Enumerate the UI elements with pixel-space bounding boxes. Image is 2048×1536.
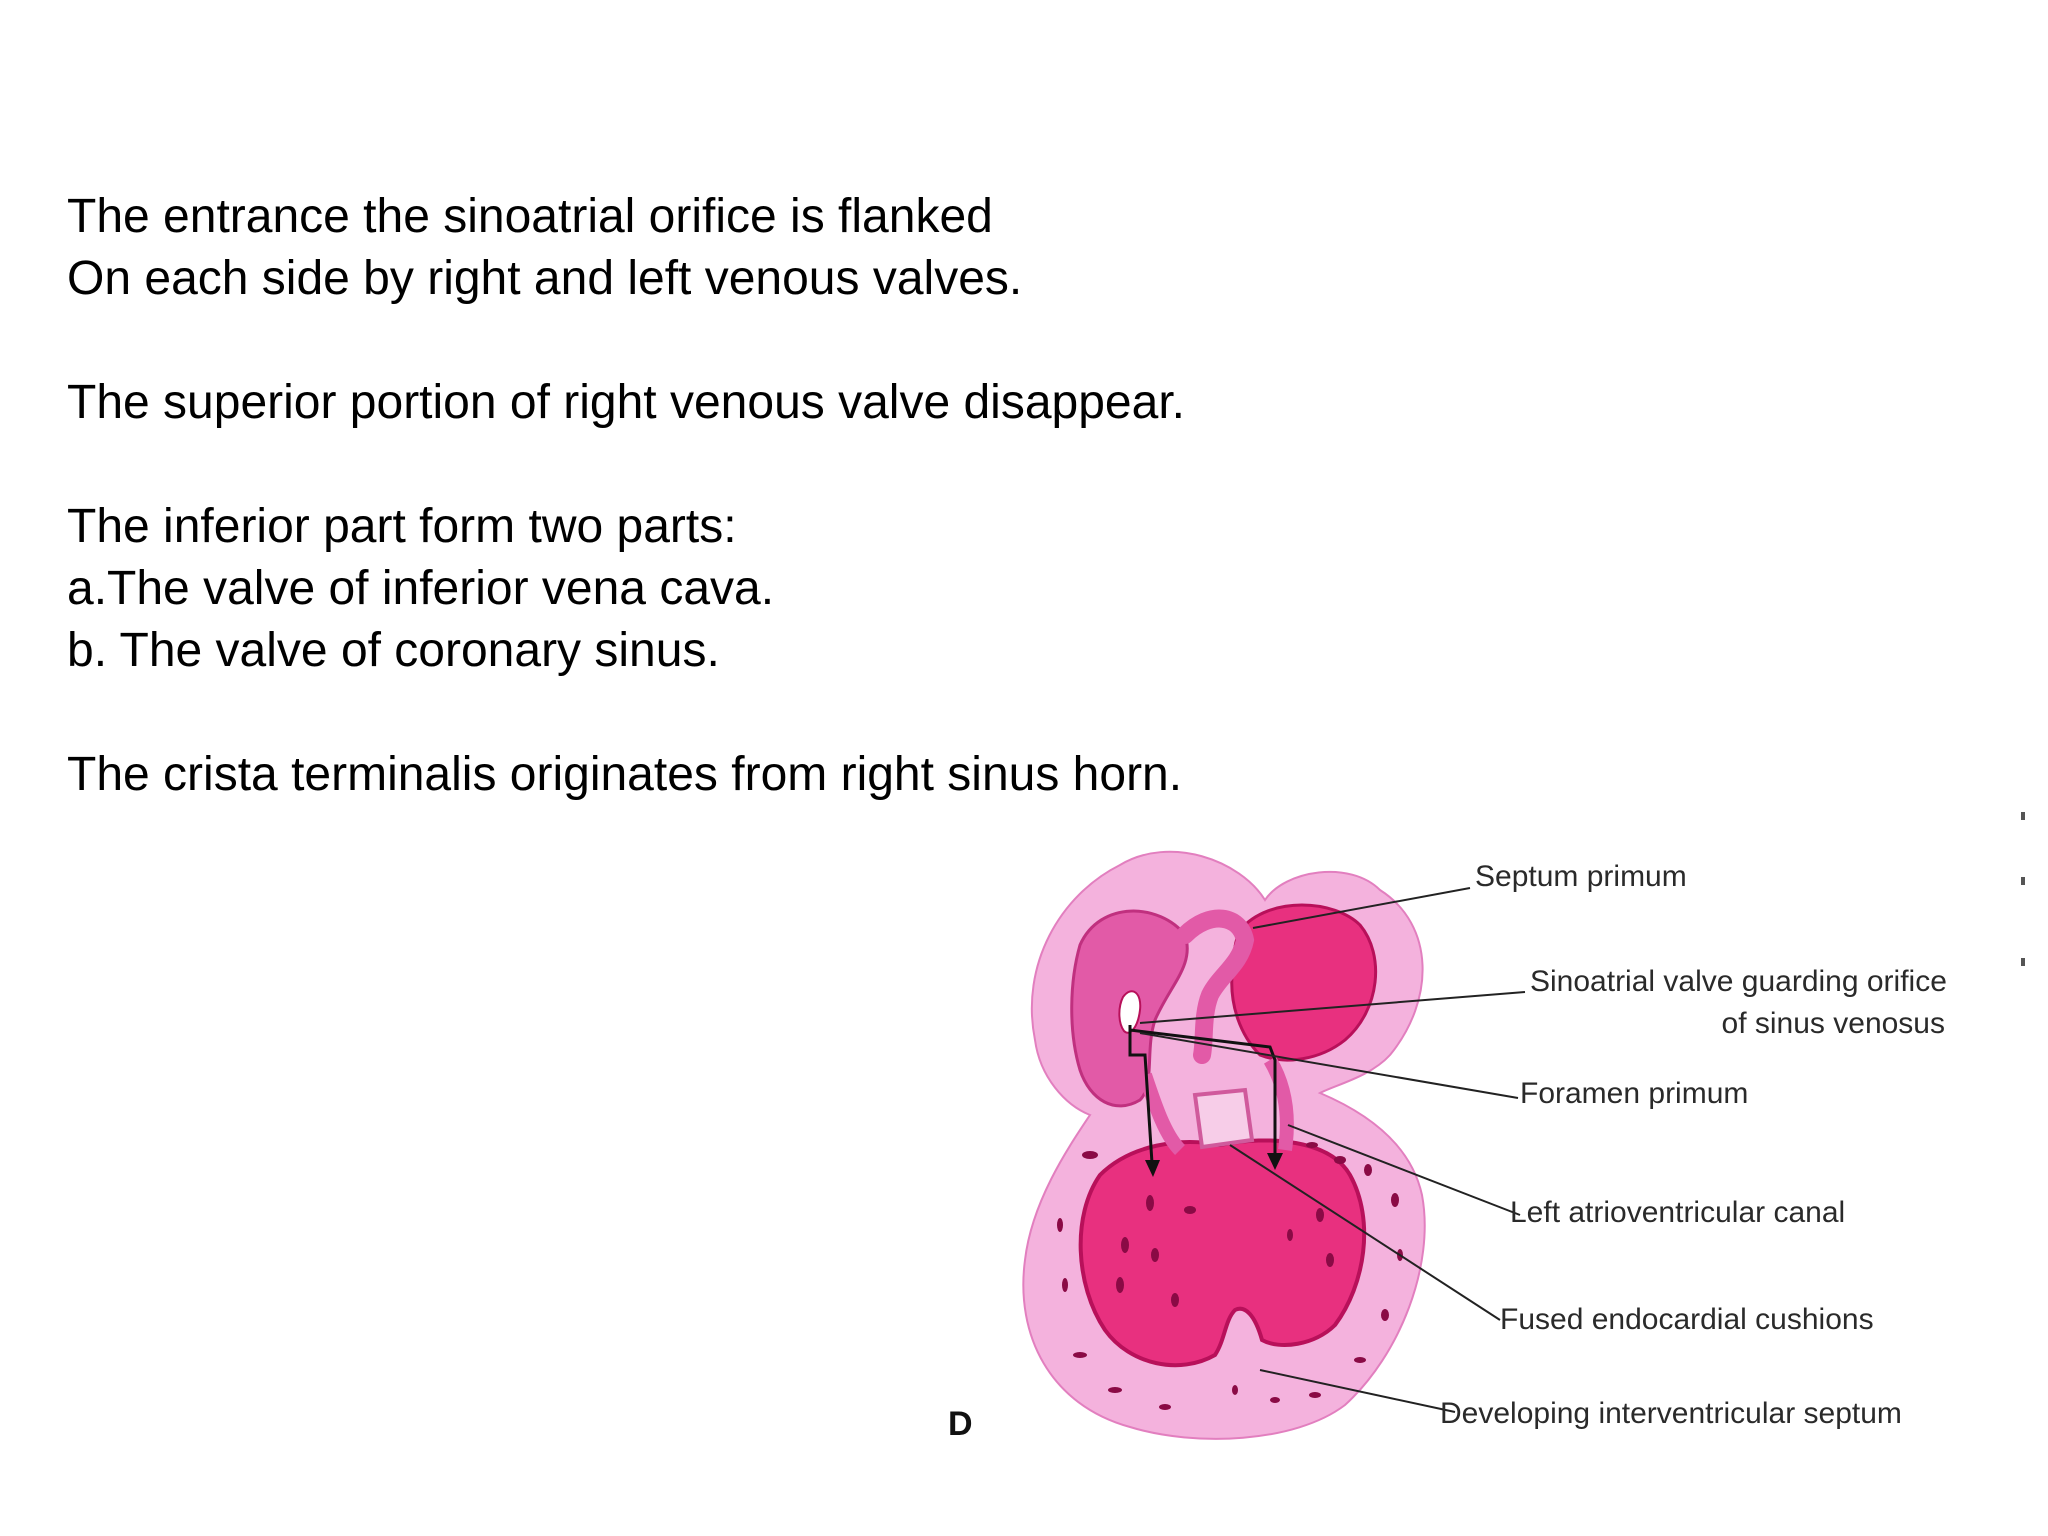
text-line-ivc-valve: a.The valve of inferior vena cava. <box>67 562 775 615</box>
label-foramen-primum: Foramen primum <box>1520 1077 1749 1110</box>
edge-mark <box>2021 877 2025 885</box>
fused-cushion-shape <box>1192 1087 1255 1150</box>
label-septum-primum: Septum primum <box>1475 860 1687 893</box>
text-line-coronary-valve: b. The valve of coronary sinus. <box>67 624 720 677</box>
label-iv-septum: Developing interventricular septum <box>1440 1397 1902 1430</box>
slide-text-block: The entrance the sinoatrial orifice is f… <box>67 186 1467 806</box>
label-left-av-canal: Left atrioventricular canal <box>1510 1196 1846 1229</box>
heart-illustration <box>1022 850 1526 1440</box>
paragraph-gap <box>67 310 1467 372</box>
arrowhead-icon <box>1145 1160 1160 1177</box>
label-sinoatrial-valve-2: of sinus venosus <box>1721 1007 1945 1040</box>
paragraph-gap <box>67 434 1467 496</box>
text-line-superior-portion: The superior portion of right venous val… <box>67 376 1185 429</box>
edge-mark <box>2021 958 2025 966</box>
leader-lines <box>1139 887 1526 1413</box>
tissue-dots <box>1057 1142 1403 1410</box>
paragraph-gap <box>67 682 1467 744</box>
text-line-crista-terminalis: The crista terminalis originates from ri… <box>67 748 1183 801</box>
ventricle-lumen <box>1078 1138 1367 1368</box>
heart-diagram: Septum primum Sinoatrial valve guarding … <box>940 815 2000 1455</box>
arrowhead-icon <box>1267 1153 1283 1170</box>
text-line-flanked: The entrance the sinoatrial orifice is f… <box>67 190 993 243</box>
label-sinoatrial-valve-1: Sinoatrial valve guarding orifice <box>1530 965 1947 998</box>
text-line-venous-valves: On each side by right and left venous va… <box>67 252 1023 305</box>
edge-mark <box>2021 812 2025 820</box>
flow-arrow-right <box>1129 1028 1277 1155</box>
text-line-inferior-part: The inferior part form two parts: <box>67 500 737 553</box>
flow-arrow-left <box>1128 1025 1154 1164</box>
septum-primum-shape <box>1176 909 1255 1064</box>
label-fused-cushions: Fused endocardial cushions <box>1500 1303 1874 1336</box>
panel-letter: D <box>948 1405 973 1443</box>
